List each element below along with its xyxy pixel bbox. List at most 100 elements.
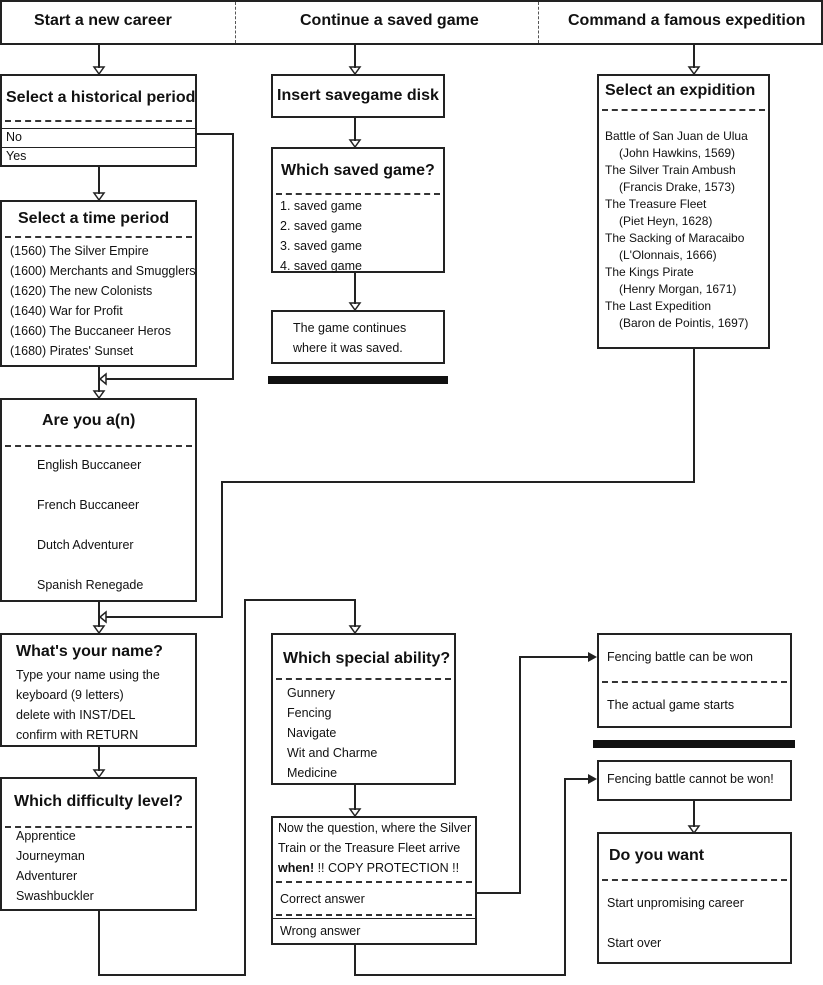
arrow-down (92, 625, 106, 635)
expedition-option[interactable]: The Sacking of Maracaibo (605, 231, 745, 245)
separator (602, 681, 787, 683)
expedition-option[interactable]: The Silver Train Ambush (605, 163, 736, 177)
arrow-down (687, 66, 701, 76)
option-unpromising-career[interactable]: Start unpromising career (607, 896, 744, 910)
ability-option[interactable]: Gunnery (287, 686, 335, 700)
difficulty-title: Which difficulty level? (14, 793, 183, 810)
nationality-box: Are you a(n) English Buccaneer French Bu… (0, 398, 197, 602)
arrow-down (92, 192, 106, 202)
difficulty-box: Which difficulty level? Apprentice Journ… (0, 777, 197, 911)
nationality-option[interactable]: French Buccaneer (37, 498, 140, 512)
separator (602, 879, 787, 881)
header-new-career: Start a new career (34, 12, 172, 29)
do-you-want-box: Do you want Start unpromising career Sta… (597, 832, 792, 964)
expedition-option[interactable]: The Kings Pirate (605, 265, 694, 279)
ability-option[interactable]: Medicine (287, 766, 338, 780)
question-text: Now the question, where the Silver (278, 821, 472, 835)
name-instruction: keyboard (9 letters) (16, 688, 124, 702)
header-divider (235, 2, 236, 43)
header-saved-game: Continue a saved game (300, 12, 479, 29)
header-bar: Start a new career Continue a saved game… (0, 0, 823, 45)
time-period-option[interactable]: (1680) Pirates' Sunset (10, 344, 134, 358)
special-ability-box: Which special ability? Gunnery Fencing N… (271, 633, 456, 785)
correct-answer[interactable]: Correct answer (280, 892, 365, 906)
expedition-leader: (Francis Drake, 1573) (619, 180, 736, 194)
time-period-option[interactable]: (1620) The new Colonists (10, 284, 153, 298)
copy-protection-box: Now the question, where the Silver Train… (271, 816, 477, 945)
saved-game-option[interactable]: 2. saved game (280, 219, 362, 233)
do-you-want-title: Do you want (609, 847, 705, 864)
special-ability-title: Which special ability? (283, 650, 451, 667)
time-period-box: Select a time period (1560) The Silver E… (0, 200, 197, 367)
historical-period-box: Select a historical period No Yes (0, 74, 197, 167)
fencing-win-text: Fencing battle can be won (607, 650, 753, 664)
time-period-title: Select a time period (18, 210, 170, 227)
wrong-answer[interactable]: Wrong answer (280, 924, 361, 938)
arrow-down (92, 66, 106, 76)
savegame-disk-box: Insert savegame disk (271, 74, 445, 118)
nationality-option[interactable]: English Buccaneer (37, 458, 142, 472)
saved-game-option[interactable]: 1. saved game (280, 199, 362, 213)
difficulty-option[interactable]: Adventurer (16, 869, 78, 883)
separator (5, 445, 192, 447)
expedition-option[interactable]: The Treasure Fleet (605, 197, 707, 211)
connector-expedition-merge (106, 348, 695, 618)
fencing-lose-text: Fencing battle cannot be won! (607, 772, 774, 786)
ability-option[interactable]: Fencing (287, 706, 332, 720)
arrow-down (348, 808, 362, 818)
ability-option[interactable]: Wit and Charme (287, 746, 378, 760)
separator (276, 914, 472, 916)
arrow-right (588, 652, 597, 662)
historical-period-title: Select a historical period (6, 89, 196, 106)
header-divider (538, 2, 539, 43)
arrow-down (92, 769, 106, 779)
nationality-title: Are you a(n) (42, 412, 136, 429)
savegame-disk-title: Insert savegame disk (277, 87, 439, 104)
difficulty-option[interactable]: Swashbuckler (16, 889, 94, 903)
expedition-option[interactable]: The Last Expedition (605, 299, 712, 313)
game-continues-box: The game continues where it was saved. (271, 310, 445, 364)
saved-game-option[interactable]: 3. saved game (280, 239, 362, 253)
end-bar (593, 740, 795, 748)
game-continues-text: where it was saved. (293, 341, 403, 355)
separator (276, 678, 451, 680)
expedition-title: Select an expidition (605, 82, 756, 99)
connector-difficulty-to-ability (98, 599, 356, 976)
connector-no-branch (106, 133, 234, 380)
arrow-down (348, 302, 362, 312)
separator (602, 109, 765, 111)
nationality-option[interactable]: Spanish Renegade (37, 578, 144, 592)
expedition-leader: (L'Olonnais, 1666) (619, 248, 717, 262)
header-expedition: Command a famous expedition (568, 12, 806, 29)
separator (276, 881, 472, 883)
saved-game-option[interactable]: 4. saved game (280, 259, 362, 273)
time-period-option[interactable]: (1660) The Buccaneer Heros (10, 324, 171, 338)
fencing-lose-box: Fencing battle cannot be won! (597, 760, 792, 801)
time-period-option[interactable]: (1560) The Silver Empire (10, 244, 149, 258)
game-continues-text: The game continues (293, 321, 407, 335)
difficulty-option[interactable]: Apprentice (16, 829, 76, 843)
name-instruction: delete with INST/DEL (16, 708, 136, 722)
time-period-option[interactable]: (1640) War for Profit (10, 304, 123, 318)
arrow-down (348, 139, 362, 149)
expedition-leader: (Piet Heyn, 1628) (619, 214, 713, 228)
separator (5, 236, 192, 238)
ability-option[interactable]: Navigate (287, 726, 337, 740)
option-yes[interactable]: Yes (6, 149, 27, 163)
name-title: What's your name? (16, 643, 163, 660)
expedition-leader: (John Hawkins, 1569) (619, 146, 736, 160)
question-emphasis: when! (278, 861, 315, 875)
name-instruction: Type your name using the (16, 668, 160, 682)
separator (5, 826, 192, 828)
nationality-option[interactable]: Dutch Adventurer (37, 538, 134, 552)
option-start-over[interactable]: Start over (607, 936, 662, 950)
option-no[interactable]: No (6, 130, 22, 144)
connector-wrong (354, 778, 588, 976)
name-instruction: confirm with RETURN (16, 728, 139, 742)
time-period-option[interactable]: (1600) Merchants and Smugglers (10, 264, 196, 278)
question-copy-protection: !! COPY PROTECTION !! (314, 861, 460, 875)
separator (276, 193, 440, 195)
game-starts-text: The actual game starts (607, 698, 735, 712)
expedition-option[interactable]: Battle of San Juan de Ulua (605, 129, 748, 143)
difficulty-option[interactable]: Journeyman (16, 849, 85, 863)
